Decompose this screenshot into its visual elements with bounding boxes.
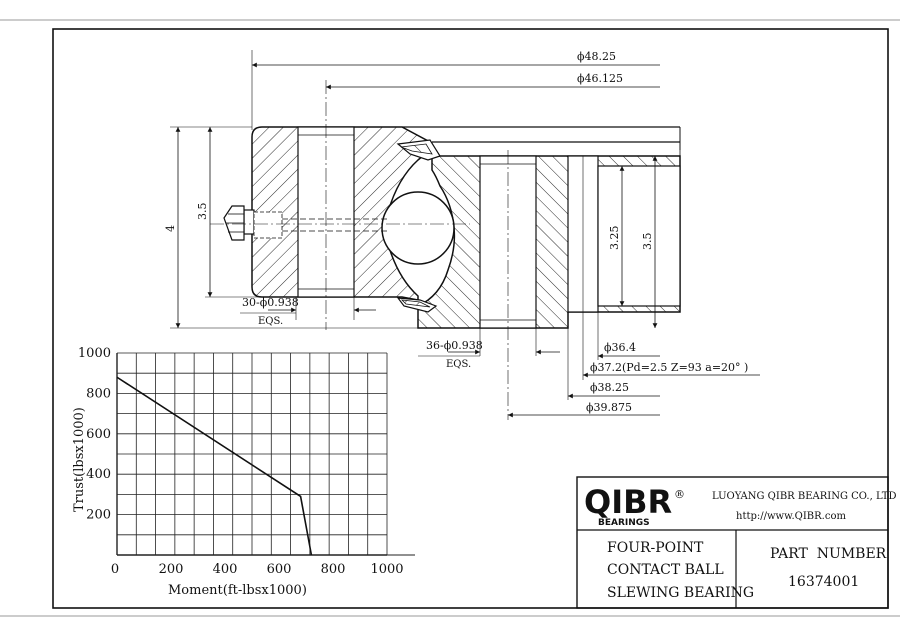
dim-39-875: ϕ39.875 [586, 401, 632, 414]
y-tick-label: 200 [86, 508, 111, 523]
dimension-labels: ϕ48.25 ϕ46.125 4 3.5 3.25 3.5 30-ϕ0.938 … [164, 50, 748, 414]
x-tick-label: 800 [321, 562, 346, 577]
dim-holes-inner: 36-ϕ0.938 [426, 339, 483, 352]
dim-height-3-25: 3.25 [608, 226, 621, 251]
dim-46-125: ϕ46.125 [577, 72, 623, 85]
company-url: http://www.QIBR.com [736, 511, 846, 522]
x-tick-label: 1000 [370, 562, 403, 577]
dim-36-4: ϕ36.4 [604, 341, 636, 354]
x-tick-label: 600 [267, 562, 292, 577]
y-tick-label: 1000 [78, 346, 111, 361]
dim-48-25: ϕ48.25 [577, 50, 616, 63]
grease-nipple [223, 205, 255, 241]
company-logo: QIBR ® BEARINGS [584, 483, 685, 528]
dim-holes-inner-eqs: EQS. [446, 359, 471, 370]
chart-ticks: 0 200 400 600 800 1000 200 400 600 800 1000 [78, 346, 404, 577]
x-tick-label: 200 [159, 562, 184, 577]
dim-height-4: 4 [164, 225, 177, 232]
bearing-section [170, 50, 760, 420]
logo-subtext: BEARINGS [598, 518, 650, 528]
description-line-2: CONTACT BALL [607, 562, 724, 578]
chart-xlabel: Moment(ft-lbsx1000) [168, 583, 307, 598]
dim-holes-outer: 30-ϕ0.938 [242, 296, 299, 309]
dim-height-3-5-right: 3.5 [641, 233, 654, 251]
chart-ylabel: Trust(lbsx1000) [72, 407, 87, 512]
company-name: LUOYANG QIBR BEARING CO., LTD [712, 491, 896, 502]
chart-series [116, 376, 313, 556]
part-number: 16374001 [788, 574, 859, 590]
part-number-label: PART NUMBER [770, 546, 887, 562]
y-tick-label: 800 [86, 386, 111, 401]
y-tick-label: 400 [86, 467, 111, 482]
y-tick-label: 600 [86, 427, 111, 442]
description-line-1: FOUR-POINT [607, 540, 704, 556]
description-line-3: SLEWING BEARING [607, 585, 754, 601]
logo-registered: ® [674, 488, 685, 501]
title-block [576, 476, 889, 609]
chart-grid [116, 352, 415, 556]
ball [381, 191, 455, 265]
load-curve-line [116, 376, 313, 556]
logo-text: QIBR [584, 483, 672, 521]
dim-holes-outer-eqs: EQS. [258, 316, 283, 327]
x-tick-label: 0 [111, 562, 119, 577]
drawing-border [52, 28, 889, 609]
load-chart: 0 200 400 600 800 1000 200 400 600 800 1000 Moment… [72, 346, 415, 598]
dim-37-2: ϕ37.2(Pd=2.5 Z=93 a=20° ) [590, 361, 748, 374]
dim-height-3-5-left: 3.5 [196, 203, 209, 221]
x-tick-label: 400 [213, 562, 238, 577]
dim-38-25: ϕ38.25 [590, 381, 629, 394]
